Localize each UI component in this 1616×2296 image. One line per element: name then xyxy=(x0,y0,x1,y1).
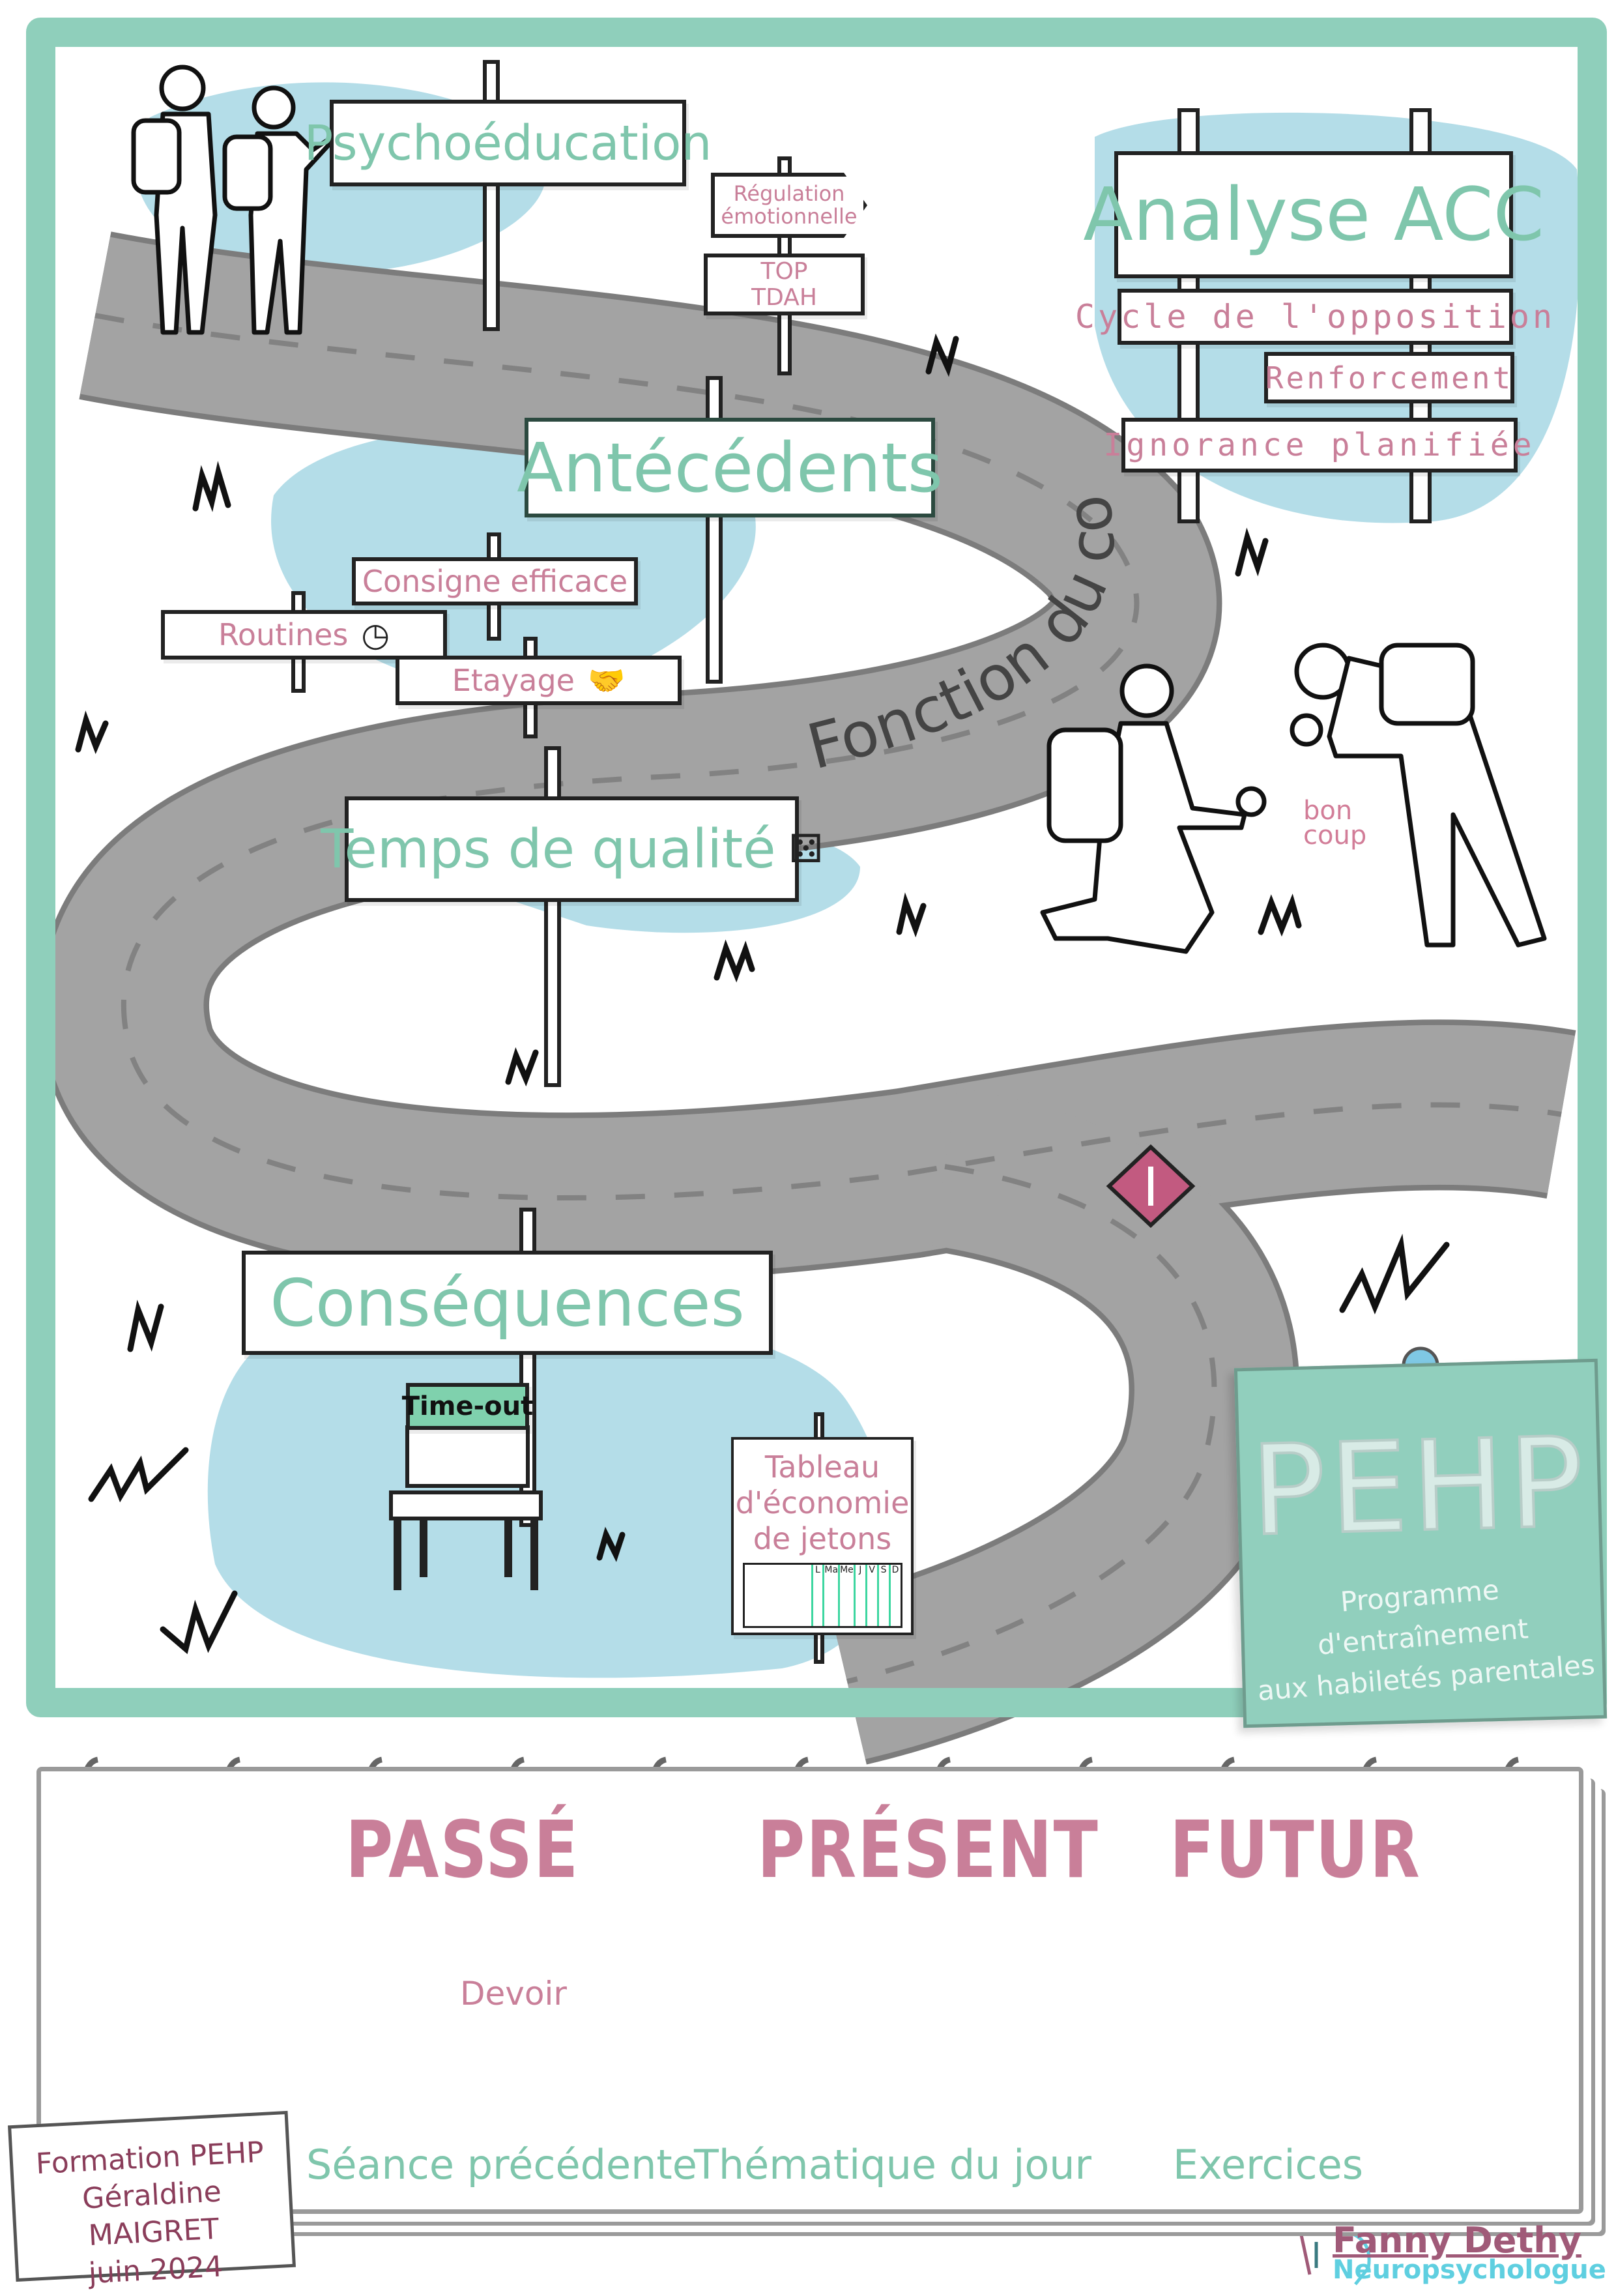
sign-label: d'économie xyxy=(735,1485,910,1521)
timeline-present: PRÉSENT xyxy=(757,1804,1099,1896)
sign-consequences: Conséquences xyxy=(242,1251,773,1355)
timeline-notebook xyxy=(36,1767,1583,2214)
sign-analyse-acc: Analyse ACC xyxy=(1083,151,1544,278)
sign-label: Etayage xyxy=(452,663,575,698)
sign-etayage: Etayage 🤝 xyxy=(396,656,682,705)
sign-consigne: Consigne efficace xyxy=(352,557,638,605)
sign-psychoeducation: Psychoéducation xyxy=(304,100,712,186)
dice-icon: ⚄ xyxy=(788,826,823,872)
hiker-figures xyxy=(131,65,345,335)
sign-label: Renforcement xyxy=(1265,360,1514,396)
day-header: Ma xyxy=(824,1564,841,1626)
brain-logo-icon xyxy=(1298,2227,1371,2286)
author-logo: Fanny Dethy Neuropsychologue xyxy=(1261,2220,1616,2286)
sign-cycle-opposition: Cycle de l'opposition xyxy=(1075,289,1552,345)
sign-label: Tableau xyxy=(764,1449,880,1485)
sign-ignorance-planifiee: Ignorance planifiée xyxy=(1103,418,1532,472)
timeline-past: PASSÉ xyxy=(345,1804,580,1896)
timeline-future: FUTUR xyxy=(1170,1804,1421,1896)
grass-tufts xyxy=(75,333,1450,1655)
devoir-label: Devoir xyxy=(460,1975,567,2013)
clock-icon: ◷ xyxy=(361,616,390,654)
sign-label: Routines xyxy=(218,617,349,652)
note-title: PEHP xyxy=(1248,1409,1591,1564)
day-header: S xyxy=(879,1564,891,1626)
token-rows xyxy=(745,1564,813,1626)
label-seance-precedente: Séance précédente xyxy=(306,2141,697,2188)
chair-icon xyxy=(389,1425,543,1590)
day-header: V xyxy=(867,1564,879,1626)
logo-name: Fanny Dethy xyxy=(1333,2220,1581,2261)
sign-temps-qualite: Temps de qualité ⚄ xyxy=(321,796,823,902)
day-header: L xyxy=(813,1564,825,1626)
sign-label: Régulation émotionnelle xyxy=(721,181,858,229)
sign-time-out: Time-out xyxy=(402,1383,533,1430)
card-line: Géraldine MAIGRET xyxy=(81,2175,222,2253)
label-thematique-du-jour: Thématique du jour xyxy=(694,2141,1092,2188)
sign-label: Temps de qualité xyxy=(321,818,776,880)
formation-card: Formation PEHP Géraldine MAIGRET juin 20… xyxy=(8,2110,296,2290)
logo-role: Neuropsychologue xyxy=(1333,2255,1606,2285)
sign-label: Antécédents xyxy=(517,428,943,508)
sign-regulation: Régulation émotionnelle xyxy=(711,173,867,238)
sign-label: Analyse ACC xyxy=(1083,172,1544,257)
bon-coup-line: bon xyxy=(1303,796,1353,826)
sign-routines: Routines ◷ xyxy=(161,610,447,660)
sign-label: de jetons xyxy=(753,1521,892,1557)
sign-top-tdah: TOP TDAH xyxy=(704,254,865,315)
label-exercices: Exercices xyxy=(1173,2141,1364,2188)
token-table: L Ma Me J V S D xyxy=(742,1562,902,1628)
sign-renforcement: Renforcement xyxy=(1264,352,1514,403)
bon-coup-line: coup xyxy=(1303,821,1367,850)
day-header: Me xyxy=(840,1564,856,1626)
handshake-icon: 🤝 xyxy=(587,662,626,698)
sign-label: Psychoéducation xyxy=(304,115,712,171)
sign-label: Ignorance planifiée xyxy=(1103,427,1536,463)
sign-label: TOP TDAH xyxy=(751,257,817,311)
sign-antecedents: Antécédents xyxy=(517,418,943,517)
sign-label: Consigne efficace xyxy=(362,564,628,599)
day-header: D xyxy=(891,1564,899,1575)
day-header: J xyxy=(856,1564,867,1626)
sign-label: Cycle de l'opposition xyxy=(1075,298,1556,336)
diamond-sign xyxy=(1106,1144,1196,1228)
sign-tableau-jetons: Tableau d'économie de jetons L Ma Me J V… xyxy=(731,1437,914,1635)
sign-label: Time-out xyxy=(401,1391,534,1421)
explorer-figures xyxy=(1040,643,1547,954)
sign-label: Conséquences xyxy=(270,1264,745,1341)
